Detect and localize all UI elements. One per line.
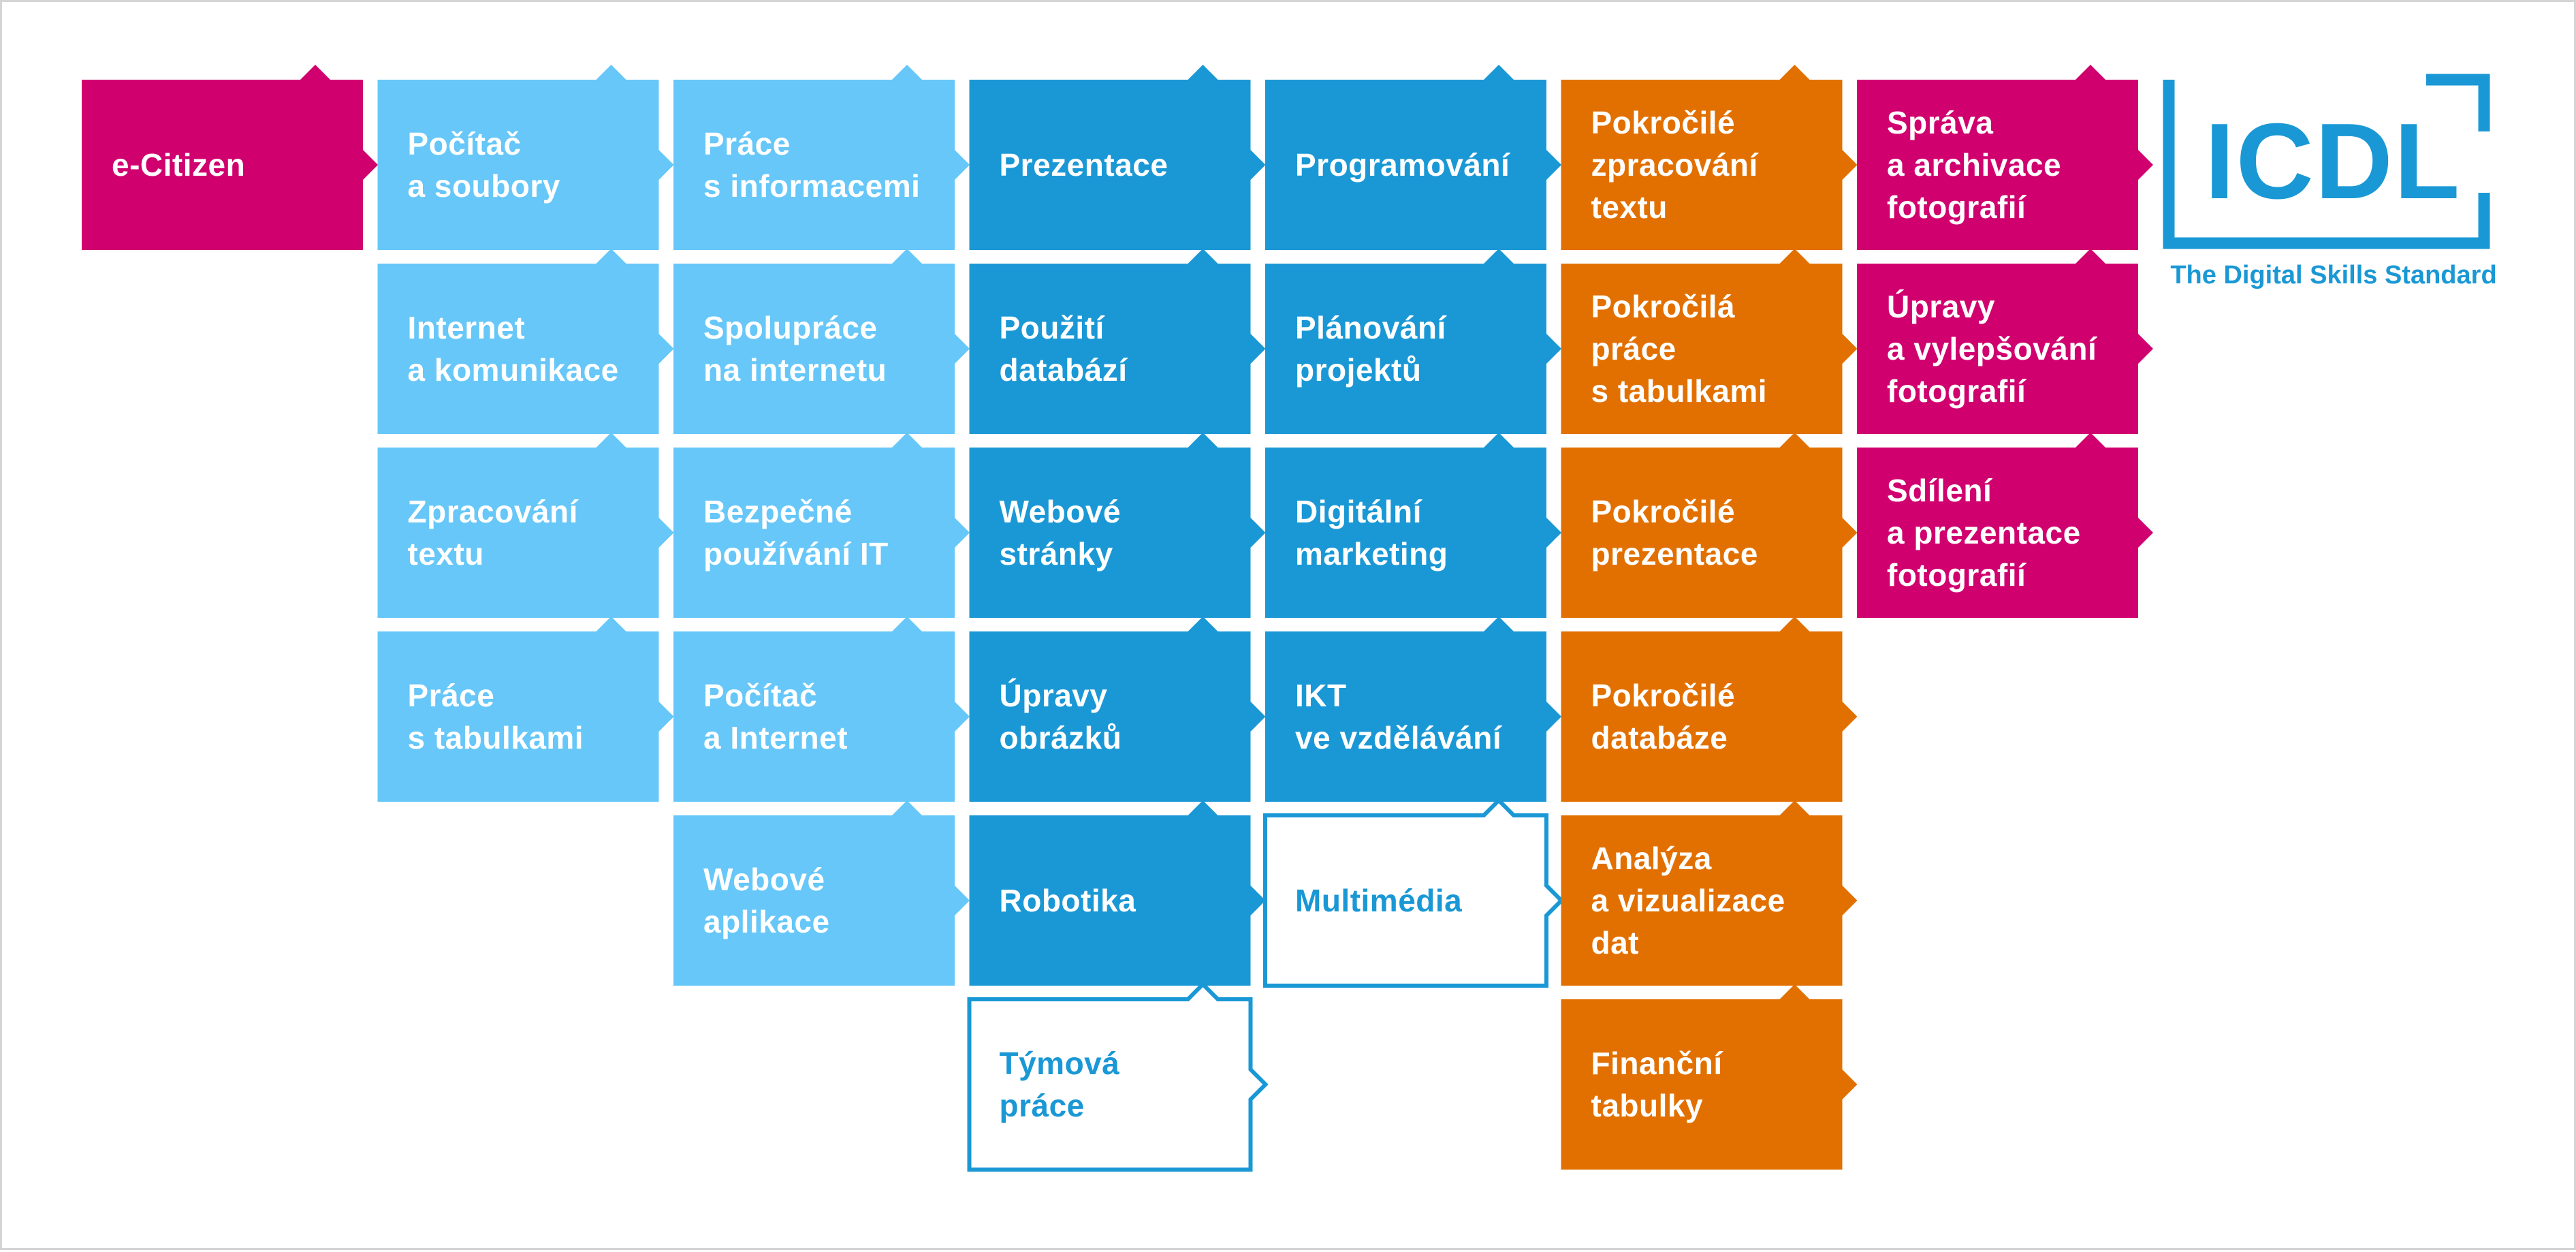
module-zpracovani-textu-tile — [377, 433, 674, 618]
module-sdileni-a-prezentace-fotografii-tile — [1857, 433, 2153, 618]
module-ikt-ve-vzdelavani-tile — [1265, 616, 1561, 802]
module-prezentace-label: Prezentace — [999, 147, 1168, 183]
module-sprava-a-archivace-fotografii-label: Správa a archivace fotografií — [1887, 105, 2062, 225]
module-robotika-label: Robotika — [999, 883, 1136, 918]
module-analyza-a-vizualizace-dat-tile — [1561, 800, 1858, 986]
module-planovani-projektu-label: Plánování projektů — [1295, 310, 1446, 388]
icdl-logo-tagline: The Digital Skills Standard — [2170, 261, 2497, 289]
module-pouziti-databazi-tile — [969, 249, 1266, 434]
module-sdileni-a-prezentace-fotografii-label: Sdílení a prezentace fotografií — [1887, 473, 2081, 593]
module-spoluprace-na-internetu-label: Spolupráce na internetu — [703, 310, 887, 388]
module-pocitac-a-internet-label: Počítač a Internet — [703, 678, 848, 755]
module-upravy-obrazku-tile — [969, 616, 1266, 802]
module-pokrocila-prace-s-tabulkami-tile — [1561, 249, 1858, 434]
module-upravy-a-vylepsovani-fotografii-tile — [1857, 249, 2153, 434]
module-digitalni-marketing-label: Digitální marketing — [1295, 494, 1448, 572]
module-analyza-a-vizualizace-dat-label: Analýza a vizualizace dat — [1591, 841, 1785, 960]
module-pokrocile-zpracovani-textu-label: Pokročilé zpracování textu — [1591, 105, 1758, 225]
module-prace-s-tabulkami-label: Práce s tabulkami — [407, 678, 584, 755]
module-pocitac-a-soubory-label: Počítač a soubory — [407, 126, 560, 204]
module-prace-s-informacemi-tile — [673, 65, 970, 250]
module-e-citizen-tile — [82, 65, 378, 250]
module-tymova-prace-label: Týmová práce — [999, 1046, 1120, 1123]
module-digitalni-marketing-tile — [1265, 433, 1561, 618]
module-spoluprace-na-internetu-tile — [673, 249, 970, 434]
module-ikt-ve-vzdelavani-label: IKT ve vzdělávání — [1295, 678, 1502, 755]
module-pokrocile-prezentace-label: Pokročilé prezentace — [1591, 494, 1758, 572]
icdl-logo-title: ICDL — [2204, 101, 2462, 221]
module-bezpecne-pouzivani-it-tile — [673, 433, 970, 618]
module-webove-aplikace-label: Webové aplikace — [703, 862, 830, 939]
module-prace-s-tabulkami-tile — [377, 616, 674, 802]
module-robotika-tile — [969, 800, 1266, 986]
module-pokrocila-prace-s-tabulkami-label: Pokročilá práce s tabulkami — [1591, 289, 1768, 409]
module-pouziti-databazi-label: Použití databází — [999, 310, 1128, 388]
module-pokrocile-databaze-label: Pokročilé databáze — [1591, 678, 1736, 755]
module-webove-stranky-label: Webové stránky — [999, 494, 1122, 572]
module-pokrocile-databaze-tile — [1561, 616, 1858, 802]
module-prace-s-informacemi-label: Práce s informacemi — [703, 126, 921, 204]
module-planovani-projektu-tile — [1265, 249, 1561, 434]
module-e-citizen-label: e-Citizen — [112, 147, 246, 183]
module-financni-tabulky-label: Finanční tabulky — [1591, 1046, 1723, 1123]
module-webove-stranky-tile — [969, 433, 1266, 618]
module-programovani-tile — [1265, 65, 1561, 250]
module-multimedia-tile — [1263, 797, 1565, 988]
module-programovani-label: Programování — [1295, 147, 1510, 183]
module-pokrocile-zpracovani-textu-tile — [1561, 65, 1858, 250]
module-upravy-obrazku-label: Úpravy obrázků — [999, 678, 1122, 755]
module-upravy-a-vylepsovani-fotografii-label: Úpravy a vylepšování fotografií — [1887, 289, 2097, 409]
module-prezentace-tile — [969, 65, 1266, 250]
module-pocitac-a-internet-tile — [673, 616, 970, 802]
module-sprava-a-archivace-fotografii-tile — [1857, 65, 2153, 250]
module-multimedia-label: Multimédia — [1295, 883, 1463, 918]
module-bezpecne-pouzivani-it-label: Bezpečné používání IT — [703, 494, 889, 572]
module-tymova-prace-tile — [967, 981, 1269, 1172]
module-pokrocile-prezentace-tile — [1561, 433, 1858, 618]
module-internet-a-komunikace-tile — [377, 249, 674, 434]
module-webove-aplikace-tile — [673, 800, 970, 986]
module-zpracovani-textu-label: Zpracování textu — [407, 494, 578, 572]
module-financni-tabulky-tile — [1561, 984, 1858, 1170]
module-pocitac-a-soubory-tile — [377, 65, 674, 250]
module-internet-a-komunikace-label: Internet a komunikace — [407, 310, 619, 388]
